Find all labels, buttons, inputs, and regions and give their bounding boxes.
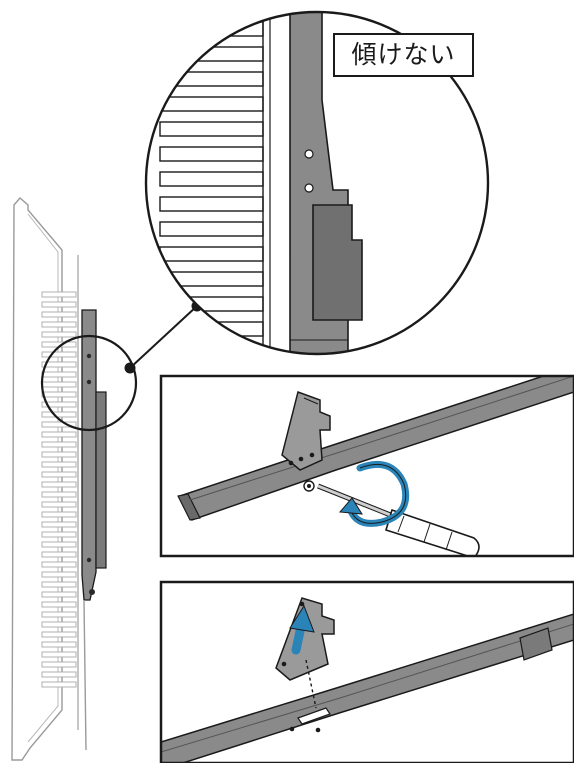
zoom-slat xyxy=(159,21,264,37)
zoom-slat xyxy=(159,221,264,237)
vent-slot xyxy=(41,671,77,678)
vent-slot xyxy=(41,451,77,458)
zoom-hook-plate xyxy=(312,204,363,321)
vent-slot xyxy=(41,631,77,638)
vent-slot xyxy=(41,301,77,308)
vent-slot xyxy=(41,311,77,318)
vent-slot xyxy=(41,641,77,648)
zoom-slat xyxy=(159,121,264,137)
vent-slot xyxy=(41,501,77,508)
vent-slot xyxy=(41,291,77,298)
vent-slot xyxy=(41,681,77,688)
vent-slot xyxy=(41,431,77,438)
up-arrow-icon xyxy=(289,604,315,655)
step-panel-hook xyxy=(159,580,574,763)
vent-slot xyxy=(41,471,77,478)
zoom-slat xyxy=(159,146,264,162)
zoom-detail xyxy=(144,10,490,356)
callout-label: 傾けない xyxy=(333,33,474,77)
screwdriver-icon xyxy=(317,483,480,556)
vent-slot xyxy=(41,421,77,428)
vent-slot xyxy=(41,491,77,498)
vent-slot xyxy=(41,391,77,398)
vent-slot xyxy=(41,661,77,668)
vent-slot xyxy=(41,411,77,418)
vent-slot xyxy=(41,651,77,658)
vent-slot xyxy=(41,611,77,618)
vent-slot xyxy=(41,581,77,588)
zoom-slat xyxy=(159,71,264,87)
vent-slot xyxy=(41,571,77,578)
zoom-slat xyxy=(159,321,264,337)
zoom-slat xyxy=(159,246,264,262)
vent-slot xyxy=(41,371,77,378)
vent-slot xyxy=(41,321,77,328)
vent-slot xyxy=(41,381,77,388)
vent-slot xyxy=(41,521,77,528)
vent-slot xyxy=(41,481,77,488)
vent-slot xyxy=(41,601,77,608)
zoom-slat xyxy=(159,96,264,112)
tv-side-profile xyxy=(11,197,79,761)
zoom-vent-slats xyxy=(159,21,264,354)
zoom-slat xyxy=(159,346,264,354)
rotate-arrow-icon xyxy=(338,461,410,527)
zoom-slat xyxy=(159,171,264,187)
vent-slot xyxy=(41,441,77,448)
vent-slot xyxy=(41,401,77,408)
vent-slot xyxy=(41,531,77,538)
vent-slot xyxy=(41,561,77,568)
vent-slot xyxy=(41,591,77,598)
vent-slot xyxy=(41,621,77,628)
vent-slot xyxy=(41,361,77,368)
zoom-slat xyxy=(159,296,264,312)
tv-vent-slots xyxy=(41,291,77,688)
vent-slot xyxy=(41,331,77,338)
vent-slot xyxy=(41,551,77,558)
step-panel-tighten xyxy=(159,374,574,558)
vent-slot xyxy=(41,461,77,468)
zoom-slat xyxy=(159,196,264,212)
vent-slot xyxy=(41,541,77,548)
vent-slot xyxy=(41,511,77,518)
vent-slot xyxy=(41,351,77,358)
wall-bracket-side xyxy=(81,309,107,751)
